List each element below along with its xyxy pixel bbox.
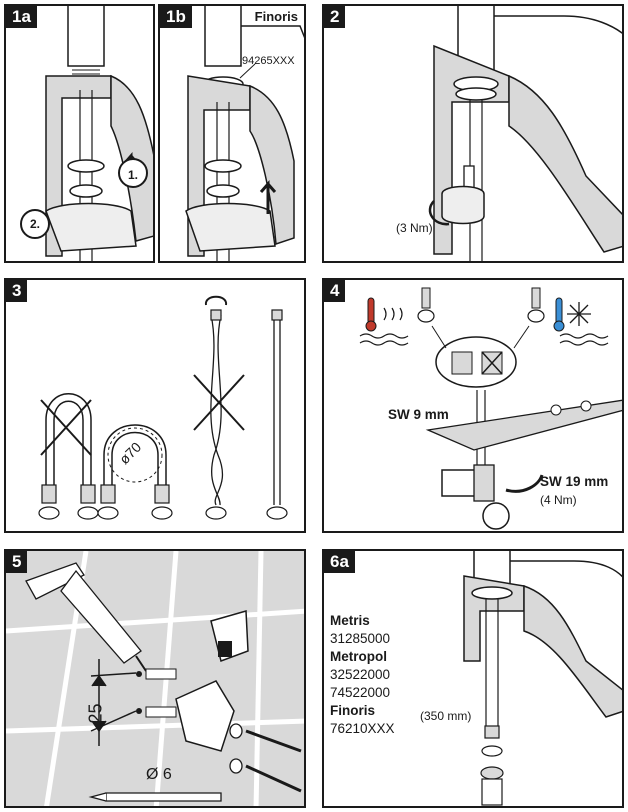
panel-number: 5 <box>6 551 28 573</box>
panel-2: 2 (3 Nm) <box>322 4 624 263</box>
panel-5-illustration <box>6 551 304 806</box>
panel-6a: 6a Metris 31285000 Metropol 32522000 745… <box>322 549 624 808</box>
panel-5: 5 25 Ø 6 <box>4 549 306 808</box>
model-list: Metris 31285000 Metropol 32522000 745220… <box>330 612 395 738</box>
model-name: Finoris <box>330 703 376 718</box>
cold-water-icon <box>553 297 609 346</box>
panel-number: 4 <box>324 280 346 302</box>
wrench-large-label: SW 19 mm <box>540 474 609 489</box>
model-name: Metropol <box>330 649 387 664</box>
panel-3: 3 ø70 <box>4 278 306 533</box>
panel-1b-illustration <box>185 6 304 261</box>
panel-number: 1a <box>6 6 37 28</box>
up-arrow-icon <box>259 180 277 214</box>
model-number: 31285000 <box>330 631 391 646</box>
cross-out-icon <box>481 351 503 375</box>
step-2-text: 2. <box>29 217 40 231</box>
model-number: 74522000 <box>330 685 391 700</box>
torque-label: (4 Nm) <box>540 493 577 507</box>
torque-label: (3 Nm) <box>396 221 433 235</box>
panel-6a-illustration <box>463 551 622 806</box>
rotate-arrow-icon <box>204 295 228 306</box>
hot-water-icon <box>359 297 409 346</box>
panel-3-illustration <box>38 295 288 520</box>
rotate-arrow-icon <box>505 474 544 493</box>
hose-length-label: (350 mm) <box>420 709 472 723</box>
panel-2-illustration <box>428 6 622 261</box>
panel-number: 1b <box>160 6 192 28</box>
cross-out-icon <box>40 399 92 456</box>
panel-number: 3 <box>6 280 28 302</box>
panel-4: 4 SW 9 mm SW 19 mm (4 Nm) <box>322 278 624 533</box>
cross-out-icon <box>193 374 245 431</box>
panel-4-illustration <box>359 287 622 530</box>
model-number: 32522000 <box>330 667 391 682</box>
model-number: 76210XXX <box>330 721 395 736</box>
model-name: Metris <box>330 613 370 628</box>
drill-diameter-label: Ø 6 <box>146 766 172 783</box>
rotate-arrow-icon <box>428 200 450 226</box>
brand-label: Finoris <box>254 9 298 24</box>
panel-number: 2 <box>324 6 346 28</box>
wrench-small-label: SW 9 mm <box>388 407 449 422</box>
step-1-label: 1. <box>118 158 148 188</box>
step-1-text: 1. <box>127 168 138 182</box>
step-2-label: 2. <box>20 209 50 239</box>
panel-1a: 1a 1. 2. <box>4 4 155 263</box>
panel-1b: 1b Finoris 94265XXX <box>158 4 306 263</box>
part-number-label: 94265XXX <box>242 55 295 67</box>
hole-spacing-label: 25 <box>85 703 106 724</box>
panel-number: 6a <box>324 551 355 573</box>
